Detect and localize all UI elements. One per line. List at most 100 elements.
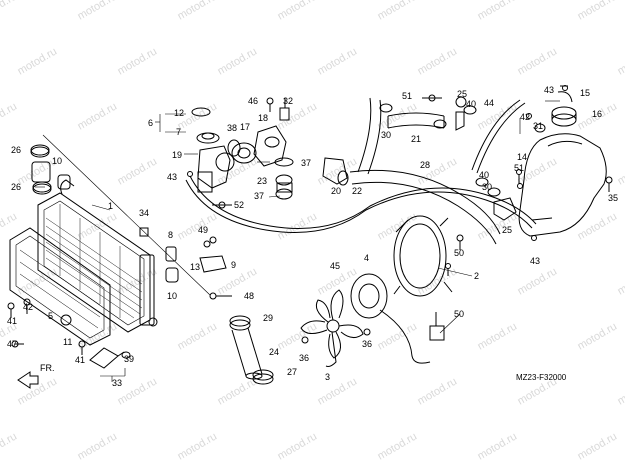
callout-37-lower: 37 — [254, 191, 264, 201]
sensor-32 — [279, 98, 290, 121]
watermark-text: motod.ru — [576, 210, 620, 242]
cap-11 — [60, 314, 72, 326]
bolt-35 — [605, 176, 613, 192]
watermark-text: motod.ru — [76, 430, 120, 462]
connector-50 — [429, 312, 445, 341]
leader-lines — [35, 100, 560, 382]
callout-30-right: 30 — [482, 182, 492, 192]
radiator-core — [37, 179, 158, 333]
watermark-text: motod.ru — [216, 375, 260, 407]
thermostat-housing-19 — [197, 145, 235, 193]
callout-10-lower: 10 — [167, 291, 177, 301]
callout-36-left: 36 — [299, 353, 309, 363]
callout-27: 27 — [287, 367, 297, 377]
callout-12: 12 — [174, 108, 184, 118]
clip-34 — [139, 227, 149, 237]
watermark-text: motod.ru — [576, 430, 620, 462]
watermark-text: motod.ru — [16, 45, 60, 77]
screw-43-top — [562, 85, 568, 91]
watermark-text: motod.ru — [276, 320, 320, 352]
callout-43-top: 43 — [544, 85, 554, 95]
screw-43-right — [531, 235, 537, 241]
callout-35: 35 — [608, 193, 618, 203]
hose-15 — [557, 85, 573, 103]
diagram-code: MZ23-F32000 — [516, 373, 567, 382]
watermark-text: motod.ru — [416, 265, 460, 297]
callout-26-upper: 26 — [11, 145, 21, 155]
radiator-shroud — [9, 227, 111, 346]
watermark-text: motod.ru — [476, 0, 520, 23]
watermark-text: motod.ru — [316, 375, 360, 407]
callout-15: 15 — [580, 88, 590, 98]
watermark-text: motod.ru — [576, 320, 620, 352]
fan-shroud-2 — [393, 215, 453, 297]
callout-21: 21 — [411, 134, 421, 144]
watermark-text: motod.ru — [476, 430, 520, 462]
callout-43-right: 43 — [530, 256, 540, 266]
callout-22: 22 — [352, 186, 362, 196]
callout-47: 47 — [7, 339, 17, 349]
cap-12 — [191, 107, 211, 117]
watermark-text: motod.ru — [16, 265, 60, 297]
callout-24: 24 — [269, 347, 279, 357]
elbow-20 — [322, 157, 348, 185]
watermark-text: motod.ru — [376, 430, 420, 462]
watermark-text: motod.ru — [176, 430, 220, 462]
watermark-text: motod.ru — [176, 0, 220, 23]
grommet-10-upper — [57, 174, 71, 190]
callout-3: 3 — [325, 372, 330, 382]
watermark-text: motod.ru — [76, 100, 120, 132]
callout-7: 7 — [176, 127, 181, 137]
callout-46: 46 — [248, 96, 258, 106]
clamp-27 — [252, 369, 274, 385]
callout-50-lower: 50 — [454, 309, 464, 319]
watermark-text: motod.ru — [376, 320, 420, 352]
watermark-text: motod.ru — [216, 45, 260, 77]
watermark-text: motod.ru — [0, 100, 19, 132]
callout-17: 17 — [240, 122, 250, 132]
housing-cover-18 — [253, 125, 287, 167]
callout-51-right: 51 — [514, 163, 524, 173]
callout-8: 8 — [168, 230, 173, 240]
seal-38 — [227, 139, 241, 157]
hose-21 — [387, 112, 445, 129]
clamp-30-mid — [337, 170, 349, 186]
callout-49: 49 — [198, 225, 208, 235]
callout-42-right: 42 — [520, 112, 530, 122]
thermostat-17 — [231, 142, 257, 164]
watermark-text: motod.ru — [476, 210, 520, 242]
watermark-text: motod.ru — [176, 320, 220, 352]
callout-2: 2 — [474, 271, 479, 281]
callout-51-top: 51 — [402, 91, 412, 101]
callout-32: 32 — [283, 96, 293, 106]
watermark-text: motod.ru — [0, 0, 19, 23]
watermark-text: motod.ru — [476, 320, 520, 352]
clamp-29 — [229, 315, 251, 331]
callout-30-left: 30 — [381, 130, 391, 140]
callout-9: 9 — [231, 260, 236, 270]
watermark-text: motod.ru — [16, 375, 60, 407]
callout-19: 19 — [172, 150, 182, 160]
callout-16: 16 — [592, 109, 602, 119]
watermark-text: motod.ru — [276, 0, 320, 23]
callout-labels: 1 2 3 4 5 6 7 8 9 10 10 11 12 13 14 15 1… — [7, 85, 618, 388]
callout-25-right: 25 — [502, 225, 512, 235]
watermark-text: motod.ru — [416, 375, 460, 407]
bracket-9 — [199, 236, 227, 273]
bolt-40-fan — [456, 234, 464, 250]
callout-28: 28 — [420, 160, 430, 170]
clamp-31 — [534, 123, 546, 133]
callout-37-upper: 37 — [301, 158, 311, 168]
callout-13: 13 — [190, 262, 200, 272]
bolt-42-right — [517, 183, 523, 189]
watermark-text: motod.ru — [376, 0, 420, 23]
watermark-text: motod.ru — [616, 375, 625, 407]
callout-6: 6 — [148, 118, 153, 128]
callout-41-mid: 41 — [75, 355, 85, 365]
hose-28 — [349, 169, 501, 245]
callout-43-left: 43 — [167, 172, 177, 182]
watermark-text: motod.ru — [276, 210, 320, 242]
callout-1: 1 — [108, 201, 113, 211]
